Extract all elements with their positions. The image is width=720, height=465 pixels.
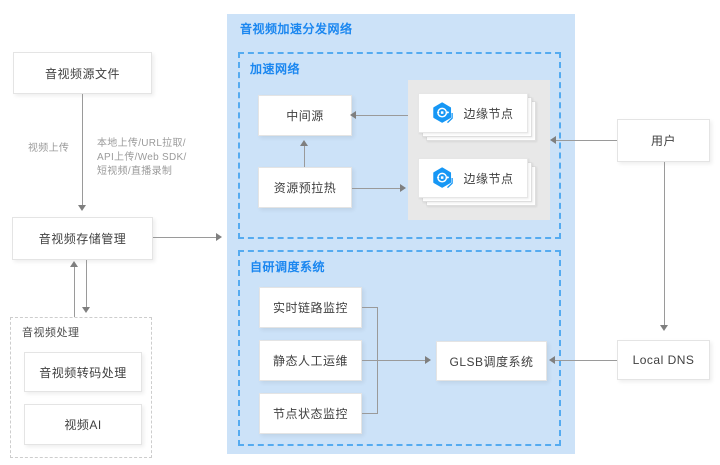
arrow-user-to-edge-head	[550, 136, 556, 144]
arrow-prewarm-to-midsource-line	[304, 146, 305, 167]
local-dns-box: Local DNS	[617, 340, 710, 380]
arrow-monitors-to-glsb-line	[362, 360, 425, 361]
glsb-box: GLSB调度系统	[436, 341, 547, 381]
arrow-processing-to-storage-line	[74, 267, 75, 317]
scheduling-system-title: 自研调度系统	[250, 260, 326, 274]
arrow-monitors-to-glsb-head	[425, 356, 431, 364]
prewarm-box: 资源预拉热	[258, 167, 352, 208]
video-ai-box: 视频AI	[24, 404, 142, 445]
arrow-processing-to-storage-head	[70, 261, 78, 267]
arrow-user-to-dns-line	[664, 162, 665, 326]
acceleration-network-title: 加速网络	[250, 62, 301, 76]
upload-methods-line-3: 短视频/直播录制	[97, 166, 173, 177]
arrow-dns-to-glsb-head	[549, 356, 555, 364]
arrow-upload-head	[78, 205, 86, 211]
arrow-upload-line	[82, 94, 83, 206]
processing-group-title: 音视频处理	[22, 327, 80, 339]
upload-methods-line-2: API上传/Web SDK/	[97, 152, 187, 163]
source-file-box: 音视频源文件	[13, 52, 152, 94]
node-status-monitor-box: 节点状态监控	[259, 393, 362, 434]
scheduling-system-box	[238, 250, 561, 446]
arrow-dns-to-glsb-line	[555, 360, 617, 361]
arrow-storage-to-processing-line	[86, 260, 87, 309]
edge-node-label: 边缘节点	[463, 106, 514, 121]
arrow-prewarm-to-midsource-head	[300, 140, 308, 146]
connector-monitor3-stub	[362, 413, 377, 414]
edge-node-card: 边缘节点	[418, 93, 528, 133]
edge-node-icon	[432, 101, 454, 125]
storage-management-box: 音视频存储管理	[12, 217, 153, 260]
static-manual-ops-box: 静态人工运维	[259, 340, 362, 381]
acceleration-network-box	[238, 52, 561, 239]
upload-methods-line-1: 本地上传/URL拉取/	[97, 138, 186, 149]
arrow-storage-to-network-head	[216, 233, 222, 241]
arrow-edge-to-midsource-line	[356, 115, 408, 116]
upload-arrow-label: 视频上传	[28, 143, 70, 154]
transcode-box: 音视频转码处理	[24, 352, 142, 392]
mid-source-box: 中间源	[258, 95, 352, 136]
arrow-edge-to-midsource-head	[350, 111, 356, 119]
arrow-storage-to-network-line	[153, 237, 216, 238]
arrow-user-to-edge-line	[556, 140, 617, 141]
edge-node-card: 边缘节点	[418, 158, 528, 198]
edge-node-icon	[432, 166, 454, 190]
network-panel-title: 音视频加速分发网络	[240, 22, 353, 36]
arrow-storage-to-processing-head	[82, 307, 90, 313]
arrow-prewarm-to-edge-line	[352, 188, 400, 189]
user-box: 用户	[617, 119, 710, 162]
arrow-prewarm-to-edge-head	[400, 184, 406, 192]
connector-monitor1-stub	[362, 307, 377, 308]
edge-node-label: 边缘节点	[463, 171, 514, 186]
arrow-user-to-dns-head	[660, 325, 668, 331]
upload-methods-note: 本地上传/URL拉取/ API上传/Web SDK/ 短视频/直播录制	[97, 137, 187, 179]
realtime-link-monitor-box: 实时链路监控	[259, 287, 362, 328]
